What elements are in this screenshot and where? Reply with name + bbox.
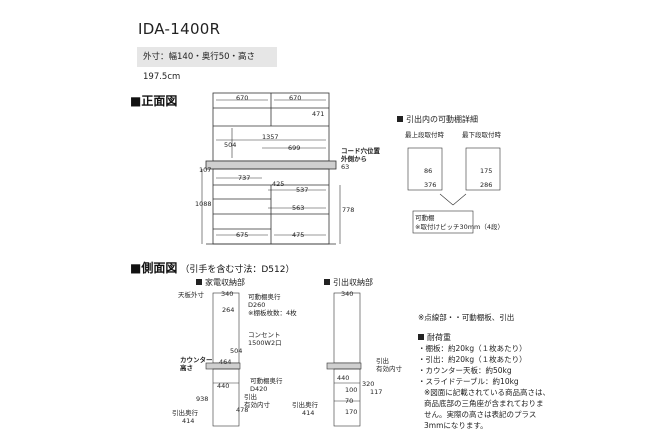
top-outer-label: 天板外寸 (178, 291, 204, 299)
drawer-dim-86: 86 (424, 167, 433, 175)
side-drawer-effective-label: 有効内寸 (376, 365, 402, 373)
side-drawer-heading-text: 引出収納部 (333, 278, 373, 287)
dim-top-height: 471 (312, 110, 325, 118)
front-view-heading: ■正面図 (130, 92, 177, 109)
side-drawer-h117: 117 (370, 388, 383, 396)
dim-h107: 107 (199, 166, 212, 174)
drawer-dim-286: 286 (480, 181, 493, 189)
model-title: IDA-1400R (138, 20, 221, 38)
pitch-note: ※取付けピッチ30mm（4段） (415, 223, 505, 231)
outlet-spec: 1500W2口 (248, 339, 282, 347)
movable-shelf-depth-label: 可動棚奥行 (248, 293, 281, 301)
side-home-d464: 464 (219, 358, 232, 366)
dim-mid-width: 1357 (262, 133, 279, 141)
side-drawer-d414: 414 (302, 409, 315, 417)
side-drawer-h70: 70 (345, 397, 354, 405)
side-drawer-h170: 170 (345, 408, 358, 416)
load-line: ・カウンター天板：約50kg (418, 366, 512, 375)
front-view-outline (205, 92, 337, 245)
dim-h504: 504 (224, 141, 237, 149)
dim-h778: 778 (342, 206, 355, 214)
drawer-label: 引出 (244, 393, 257, 401)
dim-top-width-right: 670 (289, 94, 302, 102)
load-capacity-heading: 耐荷重 (418, 332, 527, 343)
drawer-bottom-label: 最下段取付時 (462, 131, 501, 139)
side-home-h478: 478 (236, 406, 249, 414)
dim-w537: 537 (296, 186, 309, 194)
dim-h425: 425 (272, 180, 285, 188)
side-view-heading-text: ■側面図 (130, 261, 178, 275)
side-home-d414: 414 (182, 417, 195, 425)
height-disclaimer: ※図面に記載されている商品高さは、 商品底部の三角座が含まれておりま せん。実際… (424, 387, 550, 431)
load-line: ・棚板：約20kg（１枚あたり） (418, 344, 527, 353)
shelf-count-note: ※棚板枚数：4枚 (248, 309, 297, 317)
disclaimer-line: 商品底部の三角座が含まれておりま (424, 399, 544, 408)
drawer-detail-heading-text: 引出内の可動棚詳細 (406, 115, 478, 124)
side-drawer-heading: 引出収納部 (324, 277, 373, 288)
effective-inner-label: 有効内寸 (244, 401, 270, 409)
drawer-top-label: 最上段取付時 (405, 131, 444, 139)
side-home-h938: 938 (196, 395, 209, 403)
movable-shelf-depth-label-2: 可動棚奥行 (250, 377, 283, 385)
cord-hole-value: 63 (341, 163, 350, 171)
side-home-heading-text: 家電収納部 (205, 278, 245, 287)
heading-square-icon (196, 279, 202, 285)
drawer-dim-175: 175 (480, 167, 493, 175)
disclaimer-line: せん。実際の高さは表記のプラス (424, 410, 537, 419)
side-view-subheading: （引手を含む寸法：D512） (180, 265, 295, 275)
dim-total-height: 1088 (195, 200, 212, 208)
counter-label: カウンター (180, 356, 213, 364)
load-capacity-heading-text: 耐荷重 (427, 333, 451, 342)
cord-hole-sub: 外側から (341, 155, 367, 163)
load-line: ・引出：約20kg（１枚あたり） (418, 355, 527, 364)
dotted-line-note: ※点線部・・可動棚板、引出 (418, 312, 514, 323)
dim-w675: 675 (236, 231, 249, 239)
heading-square-icon (418, 334, 424, 340)
drawer-detail-heading: 引出内の可動棚詳細 (397, 114, 478, 125)
cord-hole-label: コード穴位置 (341, 147, 380, 155)
dim-w737: 737 (238, 174, 251, 182)
dim-w475: 475 (292, 231, 305, 239)
side-home-w440: 440 (217, 382, 230, 390)
outlet-label: コンセント (248, 331, 281, 339)
side-home-heading: 家電収納部 (196, 277, 245, 288)
side-home-w340: 340 (221, 290, 234, 298)
side-view-outline (205, 292, 362, 427)
drawer-dim-376: 376 (424, 181, 437, 189)
heading-square-icon (324, 279, 330, 285)
disclaimer-line: ※図面に記載されている商品高さは、 (424, 388, 551, 397)
side-drawer-drawer-label: 引出 (376, 357, 389, 365)
spec-bar: 外寸：幅140・奥行50・高さ197.5cm (137, 47, 277, 82)
side-drawer-h320: 320 (362, 380, 375, 388)
movable-shelf-label: 可動棚 (415, 214, 435, 222)
dim-top-width-left: 670 (236, 94, 249, 102)
side-drawer-depth-label: 引出奥行 (292, 401, 318, 409)
disclaimer-line: 3mmになります。 (424, 421, 488, 430)
counter-height-label: 高さ (180, 364, 193, 372)
movable-shelf-d420: D420 (250, 385, 268, 393)
dotted-line-note-text: ※点線部・・可動棚板、引出 (418, 313, 515, 322)
side-home-h264: 264 (222, 306, 235, 314)
dim-w563: 563 (292, 204, 305, 212)
movable-shelf-d260: D260 (248, 301, 266, 309)
side-drawer-w340: 340 (341, 290, 354, 298)
front-view-heading-text: ■正面図 (130, 94, 178, 108)
heading-square-icon (397, 116, 403, 122)
side-drawer-w440: 440 (337, 374, 350, 382)
side-drawer-h100: 100 (345, 386, 358, 394)
drawer-detail-outline (407, 147, 501, 234)
drawer-depth-label: 引出奥行 (172, 409, 198, 417)
dim-w699: 699 (288, 144, 301, 152)
front-dimension-lines (201, 99, 341, 244)
load-line: ・スライドテーブル：約10kg (418, 377, 519, 386)
load-capacity-block: 耐荷重 ・棚板：約20kg（１枚あたり） ・引出：約20kg（１枚あたり） ・カ… (418, 332, 527, 387)
side-home-h504: 504 (230, 347, 243, 355)
side-view-heading: ■側面図（引手を含む寸法：D512） (130, 259, 294, 276)
